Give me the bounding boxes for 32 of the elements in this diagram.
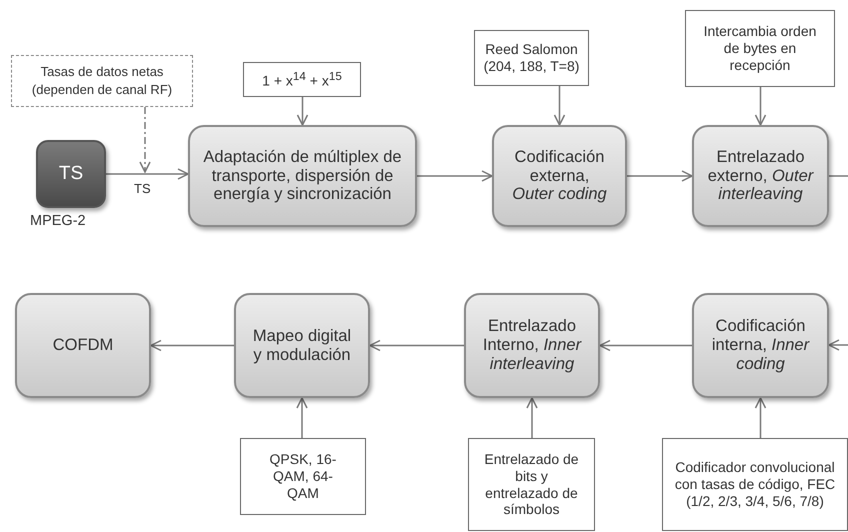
arrow [150,340,234,352]
connector-line [829,175,848,177]
arrow [599,340,692,352]
arrow [828,339,848,351]
note-box: Intercambia orden de bytes en recepción [685,10,835,87]
dashed-arrow [139,107,151,173]
note-box: Entrelazado de bits y entrelazado de símbolos [468,438,595,531]
note-box: 1 + x$^{14}$ + x$^{15}$ [243,62,361,97]
process-box: Codificación interna, Inner coding [692,293,829,398]
process-box: Entrelazado Interno, Inner interleaving [464,293,600,398]
arrow [106,168,189,180]
arrow [369,340,464,352]
note-box: Codificador convolucional con tasas de código, FEC (1/2, 2/3, 3/4, 5/6, 7/8) [662,438,848,531]
edge-label: TS [133,181,152,196]
arrow [627,170,693,182]
arrow [296,97,308,126]
note-box: Tasas de datos netas (dependen de canal RF) [11,55,193,107]
arrow [526,397,538,438]
arrow [554,86,566,126]
arrow [296,397,308,438]
process-box: Codificación externa, Outer coding [492,125,627,227]
arrow [754,397,766,438]
process-box: Adaptación de múltiplex de transporte, dispersión de energía y sincronización [188,125,417,227]
process-box: Entrelazado externo, Outer interleaving [692,125,829,227]
process-box: Mapeo digital y modulación [234,293,370,398]
arrow [417,170,493,182]
arrow [754,87,766,126]
process-box: COFDM [15,293,151,398]
note-box: QPSK, 16-QAM, 64-QAM [240,438,366,515]
source-box: TS [36,140,106,208]
note-box: Reed Salomon (204, 188, T=8) [474,30,589,86]
node-caption: MPEG-2 [30,213,86,229]
